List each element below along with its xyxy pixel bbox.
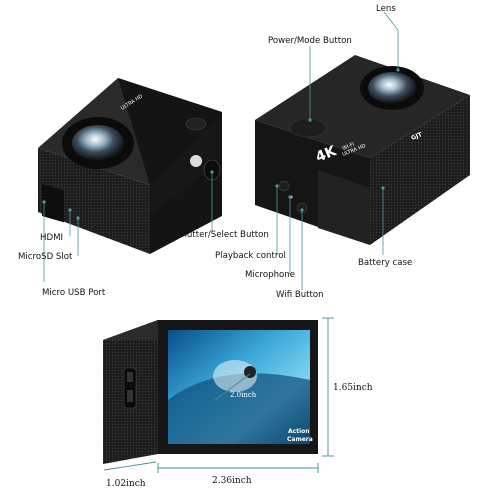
depth-dimension: 1.02inch — [106, 479, 146, 489]
screen-size-label: 2.0inch — [230, 391, 257, 399]
camera-left-view: GJT 4K ULTRA HD — [37, 70, 222, 254]
camera-rear-view: 2.0inch Action Camera — [103, 320, 318, 464]
playback-button — [278, 180, 290, 192]
power-button-left — [185, 117, 207, 131]
label-micro-usb: Micro USB Port — [42, 288, 106, 298]
screen-caption-1: Action — [288, 428, 310, 435]
label-playback: Playback control — [215, 251, 286, 261]
label-microphone: Microphone — [245, 270, 295, 280]
label-shutter-select: Shutter/Select Button — [176, 230, 269, 240]
label-wifi: Wifi Button — [276, 290, 324, 300]
callout-labels: Lens Power/Mode Button Shutter/Select Bu… — [18, 4, 412, 300]
width-dimension: 2.36inch — [212, 476, 252, 486]
lens-right — [360, 66, 424, 110]
label-microsd: MicroSD Slot — [18, 252, 73, 262]
callout-leaders — [42, 11, 400, 290]
camera-right-view: 4K WI-FI ULTRA HD GJT — [255, 55, 470, 245]
height-dimension: 1.65inch — [333, 383, 373, 393]
label-hdmi: HDMI — [40, 233, 63, 243]
resolution-right: 4K — [314, 143, 340, 166]
lens-left — [62, 117, 134, 169]
label-battery-case: Battery case — [358, 258, 412, 268]
label-lens: Lens — [376, 4, 396, 14]
power-mode-button — [289, 118, 327, 138]
dimension-lines: 1.65inch 2.36inch 1.02inch — [103, 317, 373, 489]
wifi-right: WI-FI — [342, 142, 356, 152]
brand-right: GJT — [410, 131, 424, 142]
label-power-mode: Power/Mode Button — [268, 36, 352, 46]
screen-caption-2: Camera — [287, 436, 313, 443]
brand-left: GJT — [37, 127, 51, 139]
